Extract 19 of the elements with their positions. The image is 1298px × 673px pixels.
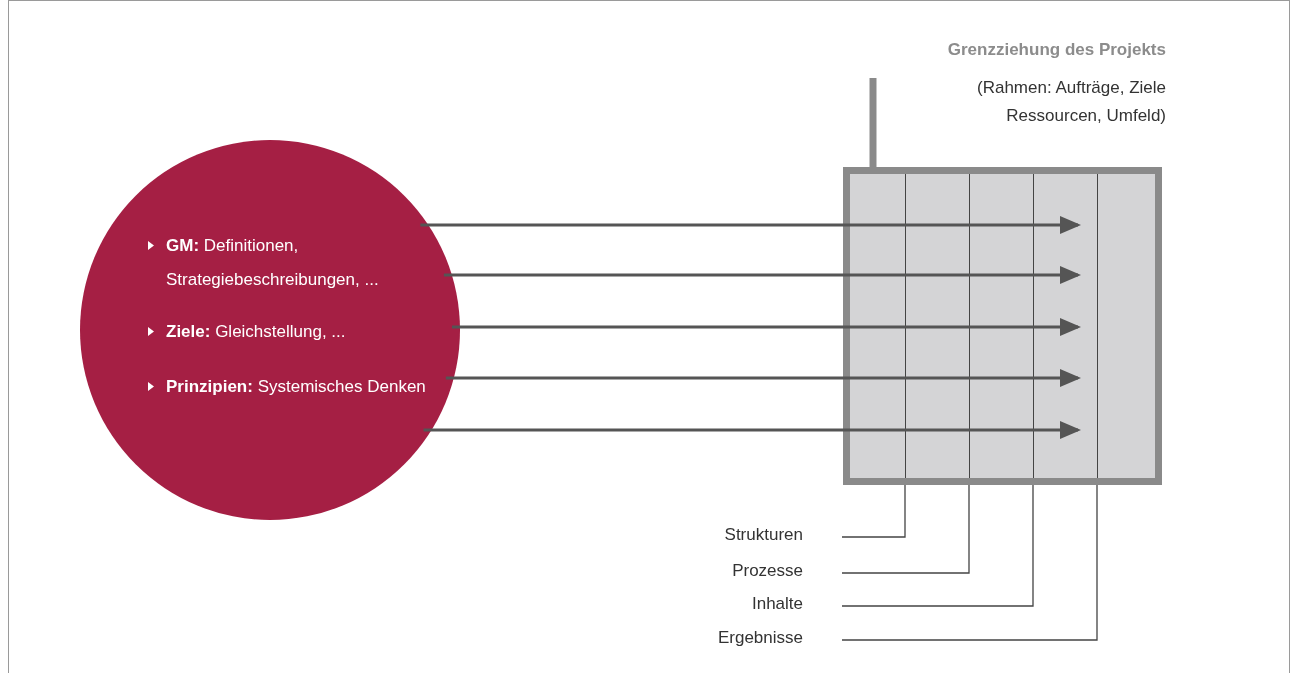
arrow (445, 369, 1081, 387)
leader-line (841, 484, 970, 574)
bullet-text: GM: Definitionen, Strategiebeschreibungen, ... (166, 235, 380, 291)
column-label: Strukturen (683, 524, 803, 546)
leader-line (841, 484, 1034, 607)
project-boundary-box (843, 167, 1162, 485)
column-label: Inhalte (683, 593, 803, 615)
arrow (443, 266, 1081, 284)
bullet-text: Prinzipien: Systemisches Denken (166, 376, 426, 398)
arrow (420, 216, 1081, 234)
boundary-heading: Grenzziehung des Projekts (946, 39, 1166, 61)
column-label: Prozesse (683, 560, 803, 582)
arrow (423, 421, 1081, 439)
column-label: Ergebnisse (683, 627, 803, 649)
arrow (452, 318, 1081, 336)
bullet-text: Ziele: Gleichstellung, ... (166, 321, 346, 343)
leader-line (841, 484, 1098, 641)
leader-line (841, 484, 906, 538)
boundary-note: (Rahmen: Aufträge, Ziele Ressourcen, Umfeld) (976, 77, 1166, 127)
